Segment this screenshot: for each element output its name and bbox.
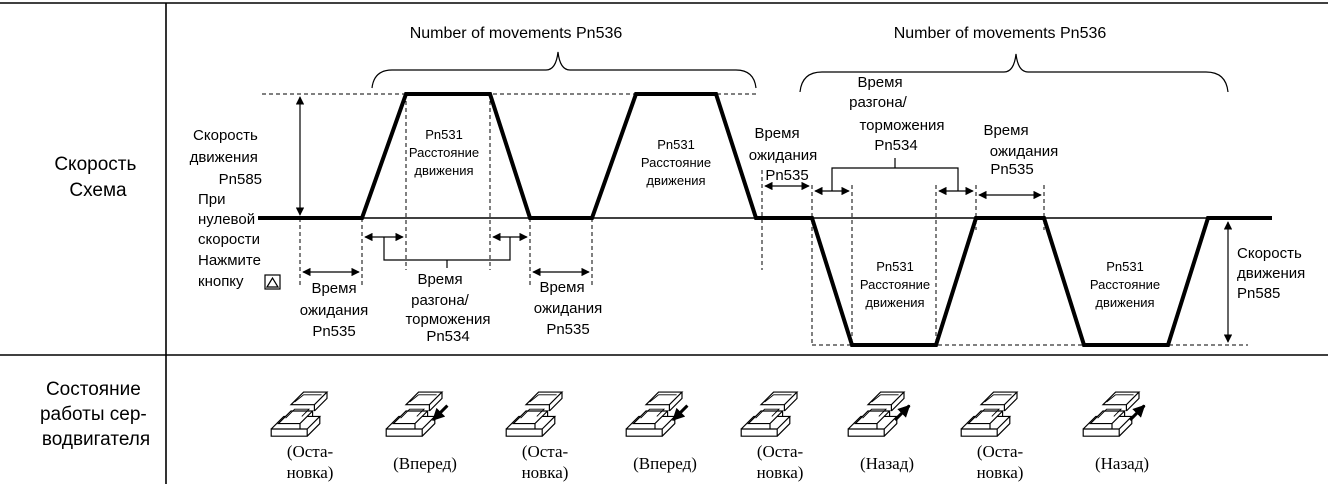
motor-reverse-icon xyxy=(1082,391,1146,437)
svg-text:ожидания: ожидания xyxy=(300,302,368,319)
motor-stop-icon xyxy=(505,391,563,437)
motor-forward-icon xyxy=(625,391,689,437)
motor-forward-icon xyxy=(385,391,449,437)
distance-label: Pn531 Расстояние движения xyxy=(641,137,711,188)
speed-label-right: Скорость движения Pn585 xyxy=(1237,245,1309,302)
distance-label: Pn531 Расстояние движения xyxy=(409,127,479,178)
wait-time-label: Время ожидания Pn535 xyxy=(534,279,602,338)
movements-label-1: Number of movements Pn536 xyxy=(410,25,623,42)
svg-text:Расстояние: Расстояние xyxy=(860,277,930,292)
svg-text:Pn531: Pn531 xyxy=(657,137,695,152)
svg-text:Pn535: Pn535 xyxy=(990,161,1033,178)
svg-text:Время: Время xyxy=(417,271,462,288)
row-label-motor-state: Состояние работы сер- водвигателя xyxy=(40,379,152,450)
svg-text:движения: движения xyxy=(865,295,924,310)
svg-text:Pn535: Pn535 xyxy=(312,323,355,340)
svg-text:ожидания: ожидания xyxy=(534,300,602,317)
svg-text:Pn531: Pn531 xyxy=(425,127,463,142)
motor-state-label: (Оста-новка) xyxy=(287,442,334,482)
movements-label-2: Number of movements Pn536 xyxy=(894,25,1107,42)
motor-state-label: (Оста-новка) xyxy=(757,442,804,482)
motor-stop-icon xyxy=(740,391,798,437)
motor-state: (Вперед) xyxy=(385,391,457,473)
accel-time-label: Время разгона/ торможения Pn534 xyxy=(849,74,944,154)
motor-state-label: (Оста-новка) xyxy=(977,442,1024,482)
wait-time-label: Время ожидания Pn535 xyxy=(749,125,817,184)
svg-text:Расстояние: Расстояние xyxy=(641,155,711,170)
motor-state: (Вперед) xyxy=(625,391,697,473)
svg-text:движения: движения xyxy=(646,173,705,188)
svg-text:торможения: торможения xyxy=(859,117,944,134)
motor-state-label: (Оста-новка) xyxy=(522,442,569,482)
motor-stop-icon xyxy=(270,391,328,437)
motor-state-label: (Вперед) xyxy=(633,454,697,473)
svg-text:Pn531: Pn531 xyxy=(1106,259,1144,274)
svg-text:разгона/: разгона/ xyxy=(849,94,908,111)
movements-brace-2 xyxy=(799,53,1229,93)
press-button-label: Нажмите кнопку xyxy=(198,252,265,290)
svg-text:Время: Время xyxy=(983,122,1028,139)
motor-state: (Оста-новка) xyxy=(505,391,569,482)
speed-profile-line xyxy=(258,92,1272,347)
svg-text:разгона/: разгона/ xyxy=(411,292,470,309)
svg-text:Pn534: Pn534 xyxy=(426,328,469,345)
svg-text:Время: Время xyxy=(311,280,356,297)
motor-states: (Оста-новка) (Вперед) (Оста-новка) (Вперед)… xyxy=(270,391,1149,482)
motor-state-label: (Вперед) xyxy=(393,454,457,473)
distance-label: Pn531 Расстояние движения xyxy=(1090,259,1160,310)
motor-state: (Назад) xyxy=(847,391,914,473)
motor-state-label: (Назад) xyxy=(860,454,914,473)
svg-text:Расстояние: Расстояние xyxy=(1090,277,1160,292)
svg-text:движения: движения xyxy=(1095,295,1154,310)
svg-text:Расстояние: Расстояние xyxy=(409,145,479,160)
svg-text:Время: Время xyxy=(754,125,799,142)
motor-state: (Оста-новка) xyxy=(270,391,334,482)
motor-stop-icon xyxy=(960,391,1018,437)
svg-text:ожидания: ожидания xyxy=(749,147,817,164)
svg-text:движения: движения xyxy=(414,163,473,178)
speed-label-left: Скорость движения Pn585 xyxy=(190,127,262,188)
accel-bracket xyxy=(831,158,959,191)
svg-text:Pn534: Pn534 xyxy=(874,137,917,154)
svg-text:Pn535: Pn535 xyxy=(765,167,808,184)
zero-speed-label: При нулевой скорости xyxy=(198,191,260,248)
motor-reverse-icon xyxy=(847,391,911,437)
svg-text:Время: Время xyxy=(857,74,902,91)
movements-brace-1 xyxy=(371,51,757,89)
up-key-icon xyxy=(264,274,281,290)
wait-time-label: Время ожидания Pn535 xyxy=(300,280,368,340)
motor-state-label: (Назад) xyxy=(1095,454,1149,473)
svg-text:Pn531: Pn531 xyxy=(876,259,914,274)
motor-state: (Оста-новка) xyxy=(740,391,804,482)
svg-text:Pn535: Pn535 xyxy=(546,321,589,338)
svg-text:Время: Время xyxy=(539,279,584,296)
row-label-speed-pattern: Скорость Схема xyxy=(54,154,141,201)
wait-time-label: Время ожидания Pn535 xyxy=(983,122,1058,178)
svg-text:торможения: торможения xyxy=(405,311,490,328)
motor-state: (Назад) xyxy=(1082,391,1149,473)
svg-text:ожидания: ожидания xyxy=(990,143,1058,160)
accel-bracket xyxy=(383,237,511,268)
motor-state: (Оста-новка) xyxy=(960,391,1024,482)
accel-time-label: Время разгона/ торможения Pn534 xyxy=(405,271,490,345)
distance-label: Pn531 Расстояние движения xyxy=(860,259,930,310)
